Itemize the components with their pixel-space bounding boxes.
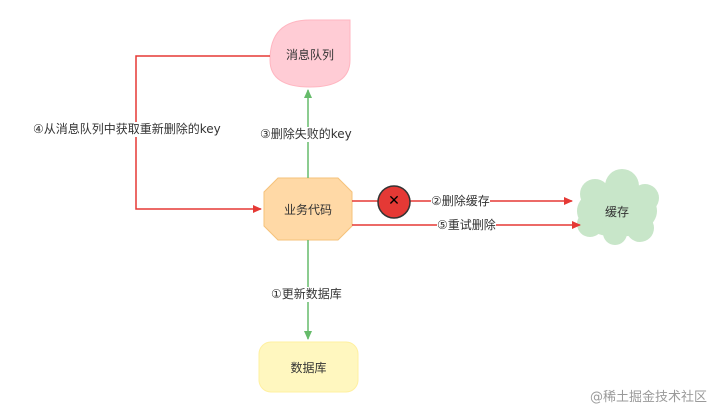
label-retry-delete: ⑤重试删除 [437, 218, 496, 233]
db-node [258, 341, 359, 393]
label-delete-failed-key: ③删除失败的key [260, 127, 352, 142]
mq-node [269, 19, 351, 88]
cache-node [577, 169, 659, 245]
business-node [263, 177, 353, 241]
fail-x-icon: ✕ [388, 193, 400, 209]
mq-label: 消息队列 [285, 48, 334, 62]
business-label: 业务代码 [283, 203, 332, 217]
label-delete-cache: ②删除缓存 [431, 194, 490, 209]
label-update-db: ①更新数据库 [271, 287, 342, 302]
fail-circle [377, 185, 411, 219]
db-label: 数据库 [290, 361, 327, 375]
label-fetch-from-mq: ④从消息队列中获取重新删除的key [33, 122, 221, 137]
watermark: @稀土掘金技术社区 [589, 390, 707, 405]
cache-label: 缓存 [604, 205, 629, 219]
